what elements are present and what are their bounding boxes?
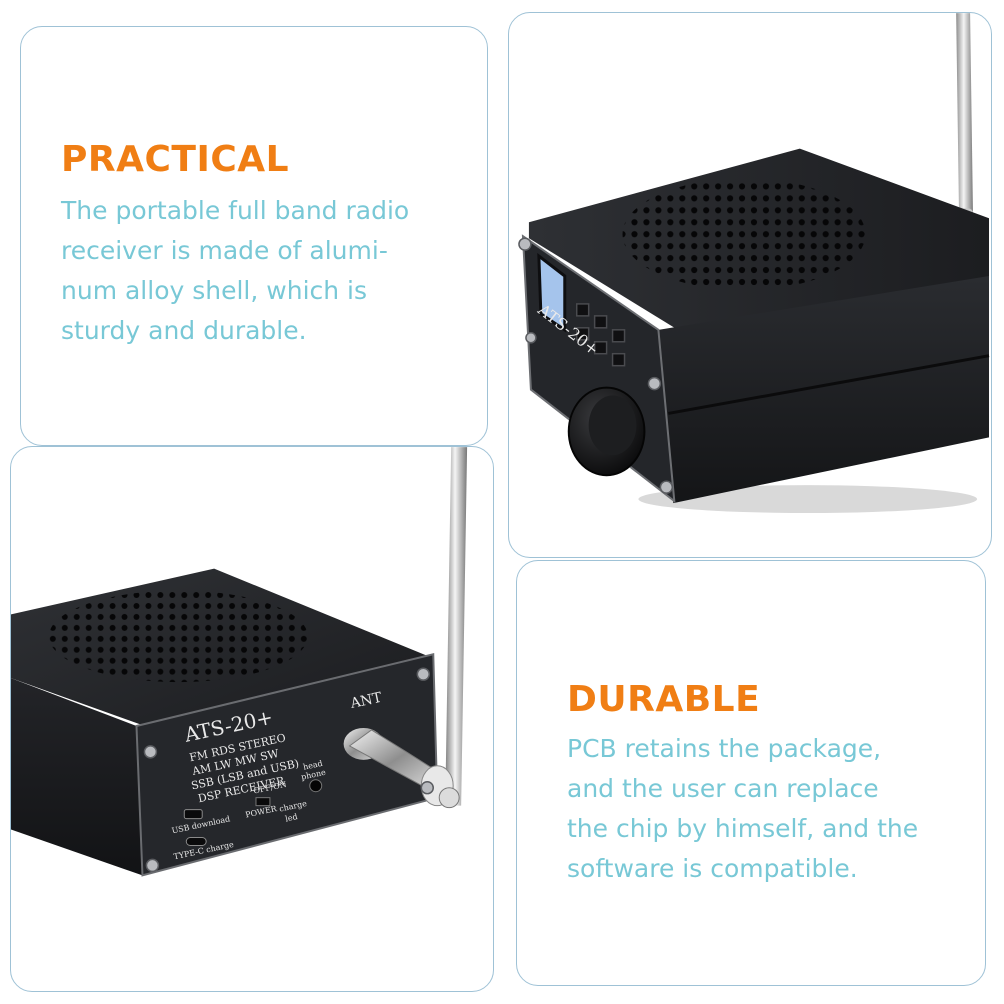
radio-front-illustration: ATS-20+ FM RDS STEREO AM LW MW SW SSB (L… — [11, 447, 468, 877]
bnc-connector[interactable] — [343, 727, 460, 809]
durable-description: PCB retains the package, and the user ca… — [567, 734, 919, 883]
radio-angle-illustration: ATS-20+ — [518, 13, 990, 514]
button[interactable] — [593, 315, 608, 329]
button[interactable] — [593, 341, 608, 355]
oled-display — [537, 253, 567, 333]
angled-radio-photo: ATS-20+ — [508, 12, 992, 558]
durable-heading: DURABLE — [567, 679, 761, 720]
svg-text:led: led — [284, 812, 298, 823]
button[interactable] — [575, 303, 590, 317]
headphone-jack[interactable] — [309, 779, 323, 793]
practical-description: The portable full band radio receiver is… — [61, 196, 410, 345]
svg-text:head: head — [302, 759, 323, 772]
durable-card: DURABLE PCB retains the package, and the… — [516, 560, 986, 986]
usb-port[interactable] — [183, 809, 203, 820]
power-switch[interactable] — [255, 797, 271, 807]
ant-label: ANT — [348, 690, 384, 713]
practical-heading: PRACTICAL — [61, 139, 290, 180]
practical-card: PRACTICAL The portable full band radio r… — [20, 26, 488, 446]
button[interactable] — [611, 352, 626, 367]
button[interactable] — [575, 327, 590, 341]
front-radio-photo: ATS-20+ FM RDS STEREO AM LW MW SW SSB (L… — [10, 446, 494, 992]
antenna-rod — [445, 447, 468, 806]
speaker-grille — [622, 178, 866, 290]
antenna-rod — [956, 13, 974, 223]
button[interactable] — [611, 329, 626, 343]
typec-port[interactable] — [185, 837, 207, 846]
speaker-grille — [48, 590, 308, 683]
